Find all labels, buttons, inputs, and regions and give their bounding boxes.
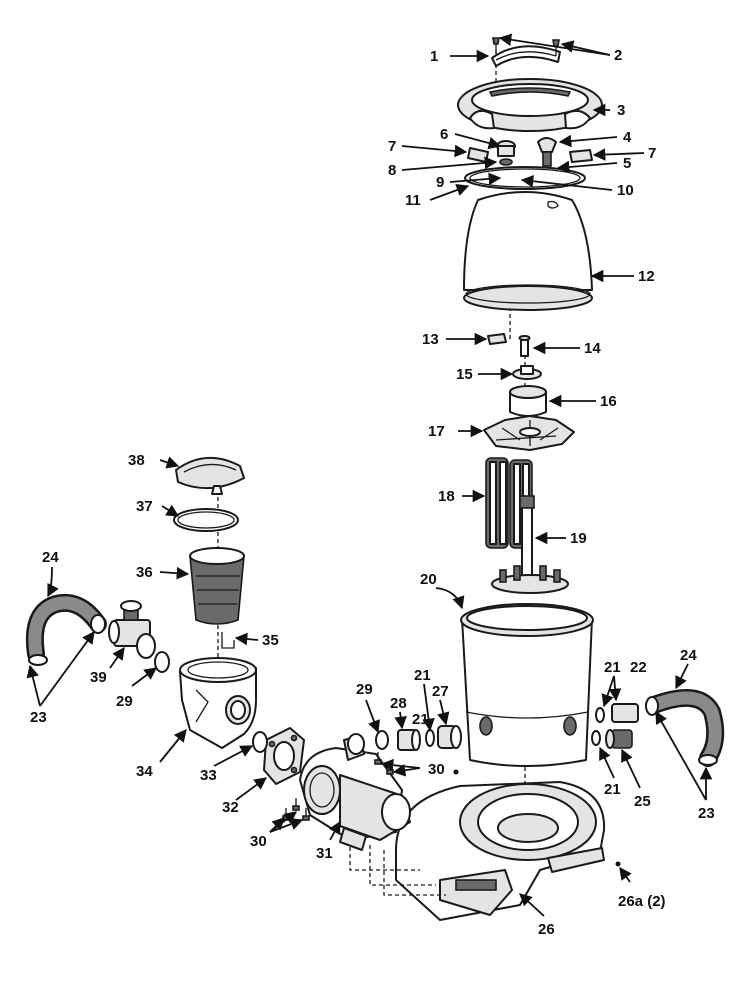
tank-dome-part <box>463 191 593 311</box>
left-hose-part <box>25 594 107 666</box>
label-9: 9 <box>436 174 444 191</box>
label-11: 11 <box>405 192 421 209</box>
label-26: 26 <box>538 921 555 938</box>
strainer-lid-part <box>175 456 245 495</box>
bottom-hub-part <box>491 565 569 594</box>
label-6: 6 <box>440 126 448 143</box>
label-15: 15 <box>456 366 473 383</box>
label-4: 4 <box>623 129 632 146</box>
label-21-bottom-right: 21 <box>604 781 621 798</box>
label-21-top: 21 <box>604 659 621 676</box>
label-30-right: 30 <box>428 761 445 778</box>
right-hose-part <box>645 688 725 767</box>
label-14: 14 <box>584 340 601 357</box>
lid-locking-ring-part <box>457 78 603 132</box>
part-number-labels: 1 2 3 4 5 6 7 7 8 9 10 11 12 13 14 15 16… <box>30 47 715 938</box>
label-7-right: 7 <box>648 145 656 162</box>
label-12: 12 <box>638 268 655 285</box>
strainer-housing-part <box>179 657 257 749</box>
label-24-right: 24 <box>680 647 697 664</box>
label-27: 27 <box>432 683 449 700</box>
shutoff-valve-part <box>108 600 156 659</box>
pump-outlet-fittings-parts <box>375 725 462 751</box>
top-manifold-plate-part <box>483 415 575 451</box>
label-25: 25 <box>634 793 651 810</box>
label-8: 8 <box>388 162 396 179</box>
center-tube-part <box>519 495 535 579</box>
label-38: 38 <box>128 452 145 469</box>
label-36: 36 <box>136 564 153 581</box>
leader-lines <box>26 33 713 917</box>
label-26a: 26a (2) <box>618 893 666 910</box>
label-34: 34 <box>136 763 153 780</box>
label-21-lower: 21 <box>412 711 429 728</box>
pump-o-ring-part <box>252 731 268 753</box>
label-2: 2 <box>614 47 622 64</box>
label-33: 33 <box>200 767 217 784</box>
label-24-left: 24 <box>42 549 59 566</box>
left-o-ring-part <box>154 651 170 673</box>
label-28: 28 <box>390 695 407 712</box>
label-3: 3 <box>617 102 625 119</box>
label-13: 13 <box>422 331 439 348</box>
label-22: 22 <box>630 659 647 676</box>
label-7-left: 7 <box>388 138 396 155</box>
pump-flange-plate-part <box>263 727 305 785</box>
label-29-middle: 29 <box>356 681 373 698</box>
label-19: 19 <box>570 530 587 547</box>
small-plug-part <box>487 333 507 345</box>
label-39: 39 <box>90 669 107 686</box>
handle-part <box>491 45 561 67</box>
cylinder-part <box>509 385 547 417</box>
pin-part <box>518 335 531 357</box>
label-37: 37 <box>136 498 153 515</box>
label-29-left: 29 <box>116 693 133 710</box>
label-1: 1 <box>430 48 438 65</box>
label-21-middle: 21 <box>414 667 431 684</box>
label-31: 31 <box>316 845 333 862</box>
label-16: 16 <box>600 393 617 410</box>
cap-part <box>512 365 542 380</box>
tank-body-part <box>460 603 594 767</box>
label-18: 18 <box>438 488 455 505</box>
label-35: 35 <box>262 632 279 649</box>
label-32: 32 <box>222 799 239 816</box>
base-part <box>349 781 606 921</box>
clamp-parts <box>467 147 593 163</box>
label-10: 10 <box>617 182 634 199</box>
label-5: 5 <box>623 155 631 172</box>
handle-screws <box>492 37 560 56</box>
label-23-left: 23 <box>30 709 47 726</box>
label-20: 20 <box>420 571 437 588</box>
lid-gasket-part <box>173 508 239 532</box>
right-fittings-parts <box>591 703 639 749</box>
pump-motor-part <box>299 733 411 851</box>
label-23-right: 23 <box>698 805 715 822</box>
strainer-basket-part <box>189 547 245 625</box>
clip-part <box>221 632 235 649</box>
label-30-left: 30 <box>250 833 267 850</box>
label-17: 17 <box>428 423 445 440</box>
